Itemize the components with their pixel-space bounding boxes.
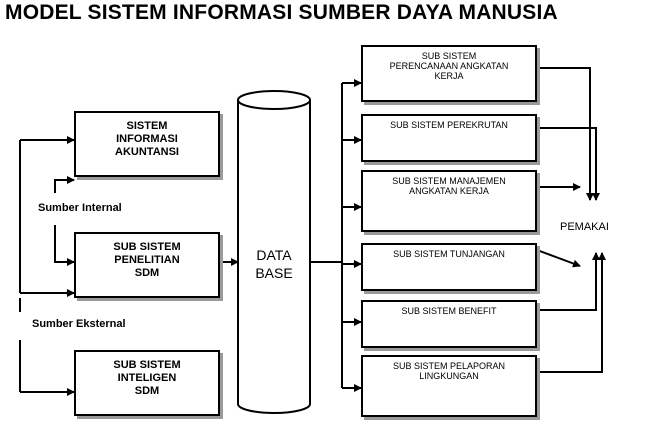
database-cylinder — [237, 90, 311, 414]
internal-source-label: Sumber Internal — [38, 202, 122, 214]
workforce-management-subsystem-box: SUB SISTEM MANAJEMEN ANGKATAN KERJA — [361, 170, 537, 232]
accounting-information-system-box: SISTEM INFORMASI AKUNTANSI — [74, 111, 220, 177]
benefit-subsystem-box: SUB SISTEM BENEFIT — [361, 300, 537, 348]
environmental-reporting-subsystem-box: SUB SISTEM PELAPORAN LINGKUNGAN — [361, 355, 537, 417]
allowance-subsystem-box: SUB SISTEM TUNJANGAN — [361, 243, 537, 291]
subsystems-to-user-arrows — [536, 67, 606, 373]
database-label: DATA BASE — [255, 247, 293, 281]
user-label: PEMAKAI — [560, 221, 609, 233]
recruitment-subsystem-box: SUB SISTEM PEREKRUTAN — [361, 114, 537, 162]
external-source-lines — [19, 298, 75, 396]
workforce-planning-subsystem-box: SUB SISTEM PERENCANAAN ANGKATAN KERJA — [361, 45, 537, 102]
diagram-title: MODEL SISTEM INFORMASI SUMBER DAYA MANUS… — [5, 1, 558, 24]
hr-research-subsystem-box: SUB SISTEM PENELITIAN SDM — [74, 232, 220, 298]
database-to-subsystems-lines — [310, 79, 362, 392]
hr-intelligence-subsystem-box: SUB SISTEM INTELIGEN SDM — [74, 350, 220, 416]
internal-source-lines — [19, 136, 75, 297]
external-source-label: Sumber Eksternal — [32, 318, 126, 330]
